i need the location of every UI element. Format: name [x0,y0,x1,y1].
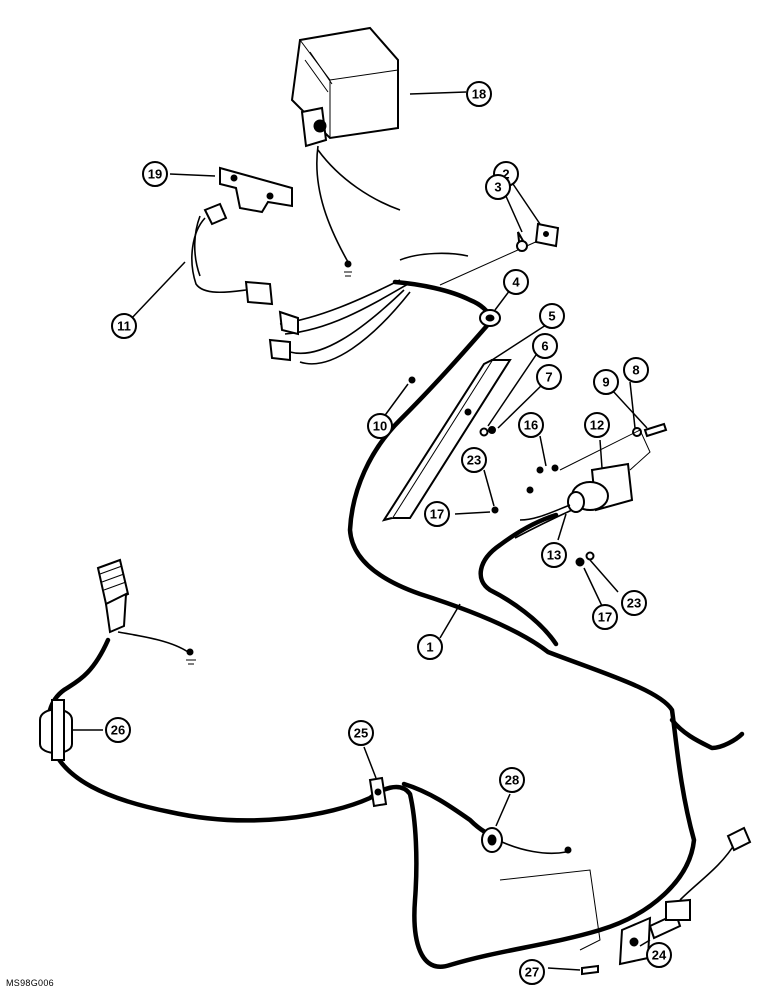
round-connector [96,558,196,665]
harness-clip [368,776,388,808]
callout-17a: 17 [424,501,450,527]
trailer-socket [514,429,651,539]
harness-clamp [39,699,73,761]
svg-text:17: 17 [598,610,612,625]
callout-12: 12 [584,412,610,438]
svg-text:23: 23 [627,596,641,611]
ring-terminal [516,231,528,252]
callout-4: 4 [503,269,529,295]
svg-text:4: 4 [512,275,520,290]
rubber-grommet [481,827,572,855]
callout-23a: 23 [461,447,487,473]
svg-text:11: 11 [117,319,131,334]
callout-5: 5 [539,303,565,329]
svg-text:28: 28 [505,773,519,788]
callout-16: 16 [518,412,544,438]
svg-text:5: 5 [548,309,555,324]
svg-text:23: 23 [467,453,481,468]
angle-bracket [381,359,512,522]
svg-text:7: 7 [545,370,552,385]
svg-text:17: 17 [430,507,444,522]
sensor-assembly [499,826,752,966]
drawing-code: MS98G006 [6,978,54,988]
svg-text:10: 10 [373,419,387,434]
leader-lines [72,91,651,971]
callout-3: 3 [485,174,511,200]
callout-28: 28 [499,767,525,793]
lamp-harness-branches [268,239,541,365]
terminal-plate [534,222,560,248]
grommet [479,309,501,327]
svg-text:16: 16 [524,418,538,433]
switch-assembly [191,202,274,306]
svg-text:8: 8 [632,363,639,378]
callout-8: 8 [623,357,649,383]
callout-10: 10 [367,413,393,439]
callout-1: 1 [417,634,443,660]
bolt [581,964,599,976]
callout-9: 9 [593,369,619,395]
callout-11: 11 [111,313,137,339]
callout-17b: 17 [592,604,618,630]
callout-18: 18 [466,81,492,107]
svg-text:1: 1 [426,640,433,655]
work-lamp [290,26,401,277]
callout-6: 6 [532,333,558,359]
svg-text:25: 25 [354,726,368,741]
harness-tail-right [669,717,745,751]
svg-text:12: 12 [590,418,604,433]
callout-26: 26 [105,717,131,743]
harness-branch-switch [478,512,559,647]
callout-19: 19 [142,161,168,187]
callout-7: 7 [536,364,562,390]
callout-25: 25 [348,720,374,746]
callout-27: 27 [519,959,545,985]
callout-24: 24 [646,942,672,968]
callout-23b: 23 [621,590,647,616]
svg-text:18: 18 [472,87,486,102]
svg-text:9: 9 [602,375,609,390]
mounting-bracket [219,166,293,214]
callout-13: 13 [541,542,567,568]
svg-text:24: 24 [652,948,667,963]
svg-text:3: 3 [494,180,501,195]
svg-text:26: 26 [111,723,125,738]
svg-text:19: 19 [148,167,162,182]
svg-text:2: 2 [502,167,509,182]
svg-text:13: 13 [547,548,561,563]
svg-text:6: 6 [541,339,548,354]
svg-text:27: 27 [525,965,539,980]
